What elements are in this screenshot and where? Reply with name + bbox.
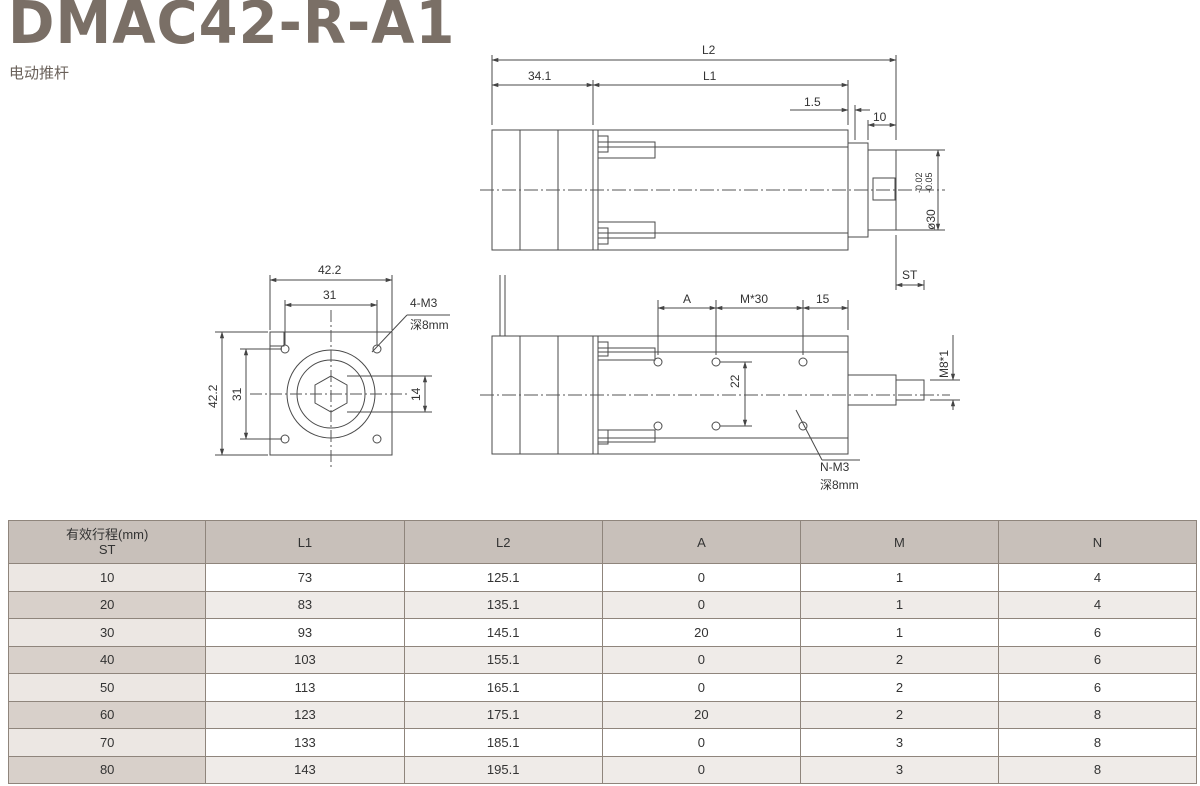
header-stroke-label: 有效行程(mm) xyxy=(66,527,149,542)
cell-l1: 73 xyxy=(205,563,405,592)
cell-a: 0 xyxy=(601,728,801,757)
cell-n: 4 xyxy=(997,590,1198,619)
cell-n: 8 xyxy=(997,755,1198,784)
cell-l2: 165.1 xyxy=(403,673,603,702)
header-st-label: ST xyxy=(98,542,116,557)
cell-m: 1 xyxy=(799,563,999,592)
dim-l2-label: L2 xyxy=(702,43,716,57)
hole-4-depth-label: 深8mm xyxy=(410,318,449,332)
header-n: N xyxy=(997,520,1198,564)
cell-n: 4 xyxy=(997,563,1198,592)
cell-a: 0 xyxy=(601,645,801,674)
product-subtitle: 电动推杆 xyxy=(9,65,70,82)
cell-l1: 143 xyxy=(205,755,405,784)
cell-st: 20 xyxy=(7,590,207,619)
cell-a: 20 xyxy=(601,618,801,647)
cell-m: 1 xyxy=(799,590,999,619)
cell-m: 2 xyxy=(799,673,999,702)
header-stroke: 有效行程(mm) ST xyxy=(7,520,207,564)
dim-15-label: 15 xyxy=(816,292,830,306)
dim-l1-label: L1 xyxy=(703,69,717,83)
cell-l1: 113 xyxy=(205,673,405,702)
cell-m: 3 xyxy=(799,755,999,784)
cell-l2: 125.1 xyxy=(403,563,603,592)
side-view xyxy=(480,55,945,290)
dim-14-label: 14 xyxy=(409,387,423,401)
bottom-view xyxy=(480,275,960,461)
cell-l1: 133 xyxy=(205,728,405,757)
cell-st: 50 xyxy=(7,673,207,702)
cell-st: 40 xyxy=(7,645,207,674)
cell-l1: 123 xyxy=(205,700,405,729)
cell-m: 1 xyxy=(799,618,999,647)
end-view xyxy=(215,275,450,470)
cell-st: 70 xyxy=(7,728,207,757)
cell-a: 0 xyxy=(601,590,801,619)
product-title: DMAC42-R-A1 xyxy=(8,0,456,58)
cell-st: 80 xyxy=(7,755,207,784)
cell-a: 0 xyxy=(601,755,801,784)
table-header-row: 有效行程(mm) ST L1 L2 A M N xyxy=(7,520,1198,564)
cell-st: 30 xyxy=(7,618,207,647)
dim-42-2-side-label: 42.2 xyxy=(206,384,220,408)
cell-st: 60 xyxy=(7,700,207,729)
cell-n: 6 xyxy=(997,618,1198,647)
cell-n: 8 xyxy=(997,728,1198,757)
header-l1: L1 xyxy=(205,520,405,564)
end-flange-outline xyxy=(269,331,393,456)
dim-31-top-label: 31 xyxy=(323,288,337,302)
cell-l2: 145.1 xyxy=(403,618,603,647)
dim-st-label: ST xyxy=(902,268,918,282)
dim-phi30-label: ø30 xyxy=(924,209,938,230)
cell-l1: 93 xyxy=(205,618,405,647)
cell-n: 6 xyxy=(997,673,1198,702)
dim-m30-label: M*30 xyxy=(740,292,768,306)
cell-m: 2 xyxy=(799,645,999,674)
cell-st: 10 xyxy=(7,563,207,592)
dim-tol-upper: -0.02 xyxy=(914,172,924,193)
technical-drawing: L2 34.1 L1 1.5 10 ø30 -0.02 -0.05 ST A M… xyxy=(206,43,960,492)
header-a: A xyxy=(601,520,801,564)
cell-m: 2 xyxy=(799,700,999,729)
dim-31-side-label: 31 xyxy=(230,387,244,401)
cell-l2: 185.1 xyxy=(403,728,603,757)
cell-a: 0 xyxy=(601,673,801,702)
hole-n-m3-label: N-M3 xyxy=(820,460,850,474)
cell-l2: 135.1 xyxy=(403,590,603,619)
dim-22-label: 22 xyxy=(728,374,742,388)
dim-34-1-label: 34.1 xyxy=(528,69,552,83)
hole-4-m3-label: 4-M3 xyxy=(410,296,438,310)
dim-a-label: A xyxy=(683,292,691,306)
header-m: M xyxy=(799,520,999,564)
cell-n: 8 xyxy=(997,700,1198,729)
cell-a: 20 xyxy=(601,700,801,729)
dim-1-5-label: 1.5 xyxy=(804,95,821,109)
cell-n: 6 xyxy=(997,645,1198,674)
cell-l1: 103 xyxy=(205,645,405,674)
cell-a: 0 xyxy=(601,563,801,592)
cell-l2: 175.1 xyxy=(403,700,603,729)
cell-l1: 83 xyxy=(205,590,405,619)
cell-l2: 155.1 xyxy=(403,645,603,674)
cell-l2: 195.1 xyxy=(403,755,603,784)
header-l2: L2 xyxy=(403,520,603,564)
dim-10-label: 10 xyxy=(873,110,887,124)
dim-42-2-top-label: 42.2 xyxy=(318,263,342,277)
cell-m: 3 xyxy=(799,728,999,757)
hole-n-depth-label: 深8mm xyxy=(820,478,859,492)
dim-tol-lower: -0.05 xyxy=(924,172,934,193)
dim-m8-label: M8*1 xyxy=(937,350,951,378)
